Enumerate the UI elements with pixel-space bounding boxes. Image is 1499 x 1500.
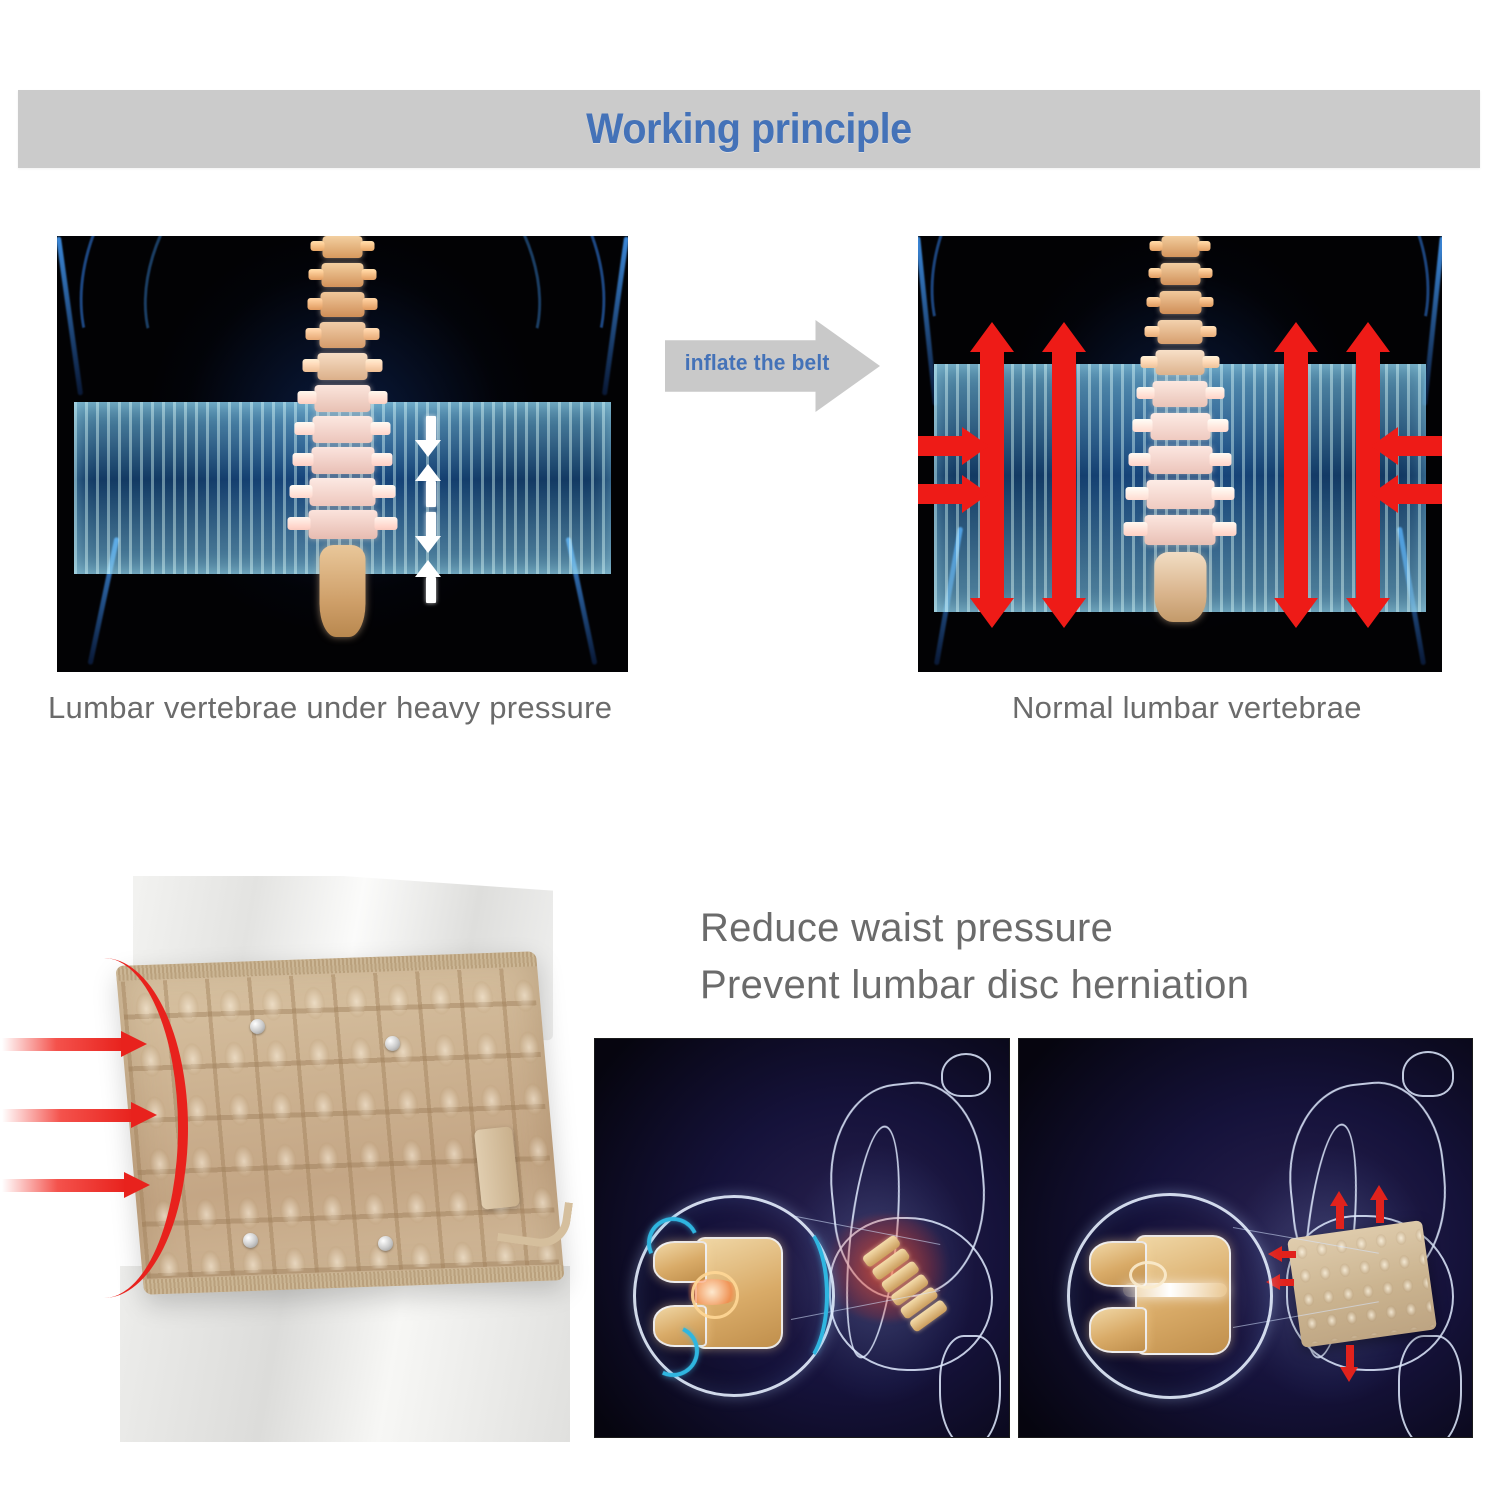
- page-title: Working principle: [586, 104, 912, 153]
- lumbar-vertebra-l4: [309, 478, 376, 506]
- pressure-arrow-3: [2, 1172, 150, 1198]
- illustration-belt-support: [1018, 1038, 1473, 1438]
- illustration-herniated-disc: [594, 1038, 1010, 1438]
- lumbar-vertebra-l2: [1150, 413, 1210, 440]
- thoracic-vertebra: [1160, 263, 1200, 285]
- thoracic-vertebra: [320, 292, 365, 317]
- pressure-arc: [48, 958, 188, 1298]
- header-banner: Working principle: [18, 90, 1480, 168]
- spinal-canal-circle: [691, 1271, 739, 1319]
- arrow-shaft: [2, 1038, 123, 1051]
- pressure-arrow-2: [2, 1102, 157, 1128]
- belt-rivet: [385, 1036, 400, 1051]
- lumbar-vertebra-l5: [1144, 515, 1216, 545]
- figure-head-outline: [1402, 1051, 1454, 1097]
- thoracolumbar-vertebra: [1155, 350, 1205, 375]
- headline-line-2: Prevent lumbar disc herniation: [700, 962, 1250, 1007]
- sacrum: [319, 545, 366, 637]
- lumbar-vertebra-l5: [308, 510, 377, 539]
- figure-head-outline: [941, 1053, 991, 1097]
- pressure-arrow-1: [2, 1031, 147, 1057]
- vertebra-process-lower: [1089, 1307, 1147, 1353]
- xray-decompressed-spine-image: [918, 236, 1442, 672]
- arrow-shaft: [2, 1109, 133, 1122]
- magnifier-circle: [1067, 1193, 1273, 1399]
- belt-rivet: [243, 1233, 258, 1248]
- thoracic-vertebra: [319, 322, 366, 348]
- thoracolumbar-vertebra: [317, 353, 368, 380]
- xray-compressed-spine-image: [57, 236, 628, 672]
- sacrum: [1154, 552, 1206, 622]
- caption-right-panel: Normal lumbar vertebrae: [1012, 690, 1362, 725]
- headline-line-1: Reduce waist pressure: [700, 906, 1114, 950]
- arrow-head-icon: [121, 1031, 147, 1057]
- vertebra-process-upper: [653, 1241, 707, 1283]
- figure-hip-outline: [1286, 1215, 1454, 1371]
- magnifier-circle: [633, 1195, 835, 1397]
- arrow-shaft: [2, 1179, 126, 1192]
- spinal-canal-opening: [1129, 1261, 1167, 1289]
- thoracic-vertebra: [321, 263, 364, 287]
- lumbar-vertebra-l4: [1146, 480, 1214, 509]
- figure-leg-outline: [1398, 1335, 1462, 1437]
- figure-leg-outline: [939, 1335, 1001, 1437]
- benefits-headline: Reduce waist pressure Prevent lumbar dis…: [700, 900, 1440, 1014]
- lumbar-vertebra-l3: [311, 447, 374, 474]
- spine-column-compressed: [308, 236, 377, 637]
- product-photo-belt-worn: [0, 876, 600, 1442]
- inflate-label: inflate the belt: [684, 350, 830, 375]
- worn-traction-belt: [1287, 1220, 1437, 1348]
- thoracic-vertebra: [322, 236, 363, 258]
- lumbar-vertebra-l3: [1148, 446, 1212, 474]
- thoracic-vertebra: [1157, 320, 1203, 344]
- inflate-the-belt-arrow: inflate the belt: [665, 320, 880, 412]
- arrow-head-icon: [124, 1172, 150, 1198]
- arrow-head-icon: [131, 1102, 157, 1128]
- lumbar-vertebra-l2: [312, 416, 373, 443]
- caption-left-panel: Lumbar vertebrae under heavy pressure: [48, 690, 613, 725]
- thoracic-vertebra: [1161, 236, 1199, 257]
- pants: [120, 1266, 570, 1442]
- belt-air-bubbles: [123, 969, 557, 1277]
- belt-rivet: [378, 1236, 393, 1251]
- motion-arrow-right: [763, 1221, 829, 1369]
- spine-column-decompressed: [1144, 236, 1216, 622]
- belt-rivet: [250, 1019, 265, 1034]
- lumbar-vertebra-l1: [1152, 381, 1208, 407]
- thoracic-vertebra: [1159, 291, 1201, 314]
- belt-air-hose: [497, 1193, 573, 1251]
- lumbar-vertebra-l1: [314, 385, 371, 412]
